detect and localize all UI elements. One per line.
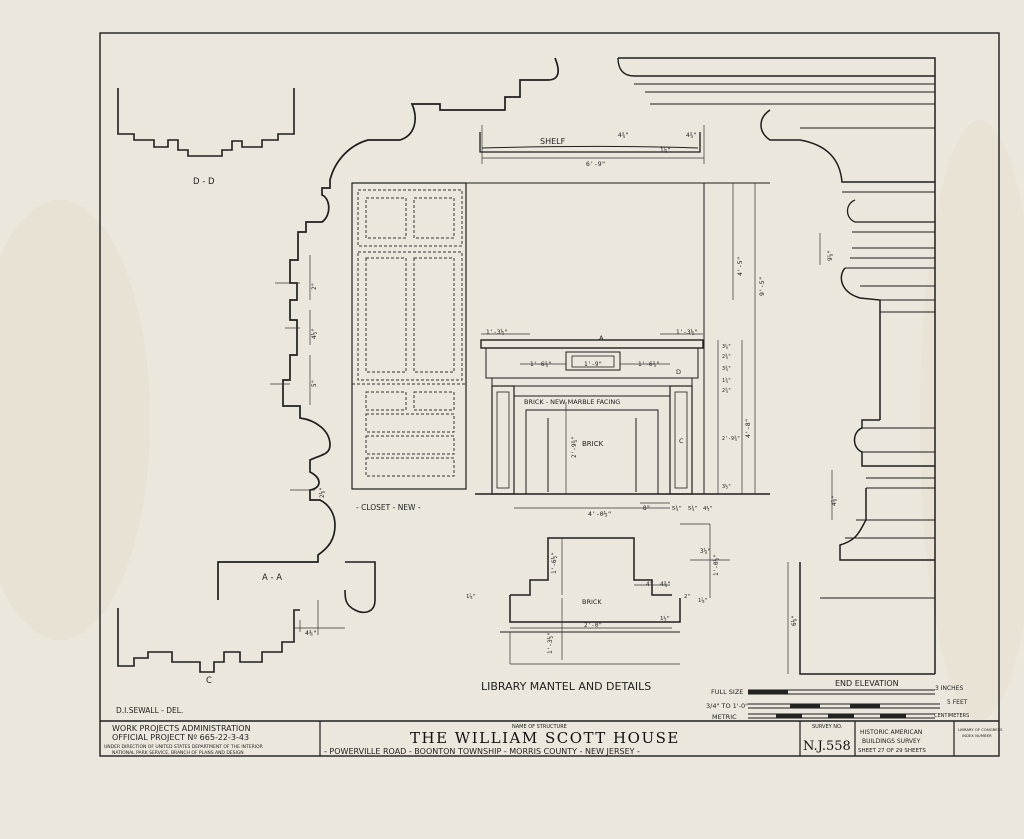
dim-frieze-r: 1'-6¾" bbox=[638, 361, 660, 368]
drawing-title: LIBRARY MANTEL AND DETAILS bbox=[481, 680, 651, 693]
dim-end-a: 9⅞" bbox=[827, 250, 834, 261]
dim-pil-b: 5¾" bbox=[688, 506, 698, 512]
dim-plan-off: 4" bbox=[646, 581, 653, 588]
mantel-elevation bbox=[466, 182, 770, 495]
dim-plan-h: 1'-6½" bbox=[551, 552, 558, 574]
dim-frieze-c: 1'-9" bbox=[584, 361, 602, 368]
dim-height-total: 9'-5" bbox=[758, 276, 766, 296]
house-name: THE WILLIAM SCOTT HOUSE bbox=[410, 729, 680, 747]
sheet-number: SHEET 27 OF 29 SHEETS bbox=[858, 748, 926, 754]
dim-height-mid: 4'-5" bbox=[736, 256, 744, 276]
shelf-detail bbox=[479, 125, 705, 164]
label-brick-facing: BRICK - NEW MARBLE FACING bbox=[524, 398, 620, 406]
survey-label: SURVEY NO. bbox=[812, 724, 843, 730]
closet-elevation bbox=[351, 182, 467, 490]
survey-number: N.J.558 bbox=[803, 739, 851, 754]
habs-line-2: BUILDINGS SURVEY bbox=[862, 738, 921, 745]
stack-dim-0: 3¼" bbox=[722, 344, 731, 350]
wpa-line-2: OFFICIAL PROJECT Nº 665-22-3-43 bbox=[112, 733, 249, 742]
label-dd: D - D bbox=[193, 177, 215, 187]
scale-bars bbox=[748, 689, 940, 719]
dim-height-low: 4'-8" bbox=[744, 418, 752, 438]
aa-dimensions: 2" 4½" 5" 2⅛" bbox=[270, 255, 326, 498]
marker-c: C bbox=[679, 437, 684, 445]
dim-end-b: 4⅝" bbox=[831, 495, 838, 506]
scale-metric: METRIC bbox=[712, 713, 737, 721]
stack-dim-6: 3½" bbox=[722, 483, 731, 490]
section-dd-profile bbox=[117, 88, 295, 157]
dim-frieze-l: 1'-6¾" bbox=[530, 361, 552, 368]
right-stack-dims: 3¼" 2¾" 3¾" 1¾" 2¾" 2'-9¾" 3½" bbox=[722, 344, 740, 490]
label-closet: - CLOSET - NEW - bbox=[356, 503, 421, 512]
scale-cm: CENTIMETERS bbox=[934, 713, 969, 719]
dim-plan-r4: 1⅞" bbox=[698, 597, 708, 604]
dim-profile-c: 5" bbox=[311, 380, 318, 387]
section-c-profile bbox=[117, 600, 345, 673]
wpa-line-3: UNDER DIRECTION OF UNITED STATES DEPARTM… bbox=[104, 744, 263, 750]
dim-plan-side: 4¾" bbox=[660, 581, 671, 588]
scale-full-size: FULL SIZE bbox=[711, 688, 743, 696]
scale-three-quarter: 3/4" TO 1'-0" bbox=[706, 702, 748, 710]
stack-dim-4: 2¾" bbox=[722, 388, 731, 394]
dim-plan-step: 1'-0½" bbox=[713, 554, 720, 576]
house-address: - POWERVILLE ROAD - BOONTON TOWNSHIP - M… bbox=[324, 747, 640, 756]
dim-plan-r3: 1½" bbox=[660, 615, 670, 622]
stack-dim-5: 2'-9¾" bbox=[722, 436, 740, 442]
wpa-line-1: WORK PROJECTS ADMINISTRATION bbox=[112, 724, 251, 733]
dim-opening-w: 4'-0½" bbox=[588, 510, 611, 518]
name-label: NAME OF STRUCTURE bbox=[512, 724, 567, 730]
dim-shelf-mid: 1¼" bbox=[660, 147, 671, 154]
stack-dim-2: 3¾" bbox=[722, 366, 731, 372]
mantel-dimensions bbox=[481, 183, 756, 509]
brick-plan bbox=[500, 523, 730, 665]
dim-shelf-end: 4¾" bbox=[686, 132, 697, 139]
habs-line-1: HISTORIC AMERICAN bbox=[860, 729, 922, 736]
label-aa: A - A bbox=[262, 573, 282, 583]
label-shelf: SHELF bbox=[540, 137, 566, 146]
dim-profile-d: 2⅛" bbox=[319, 487, 326, 498]
end-elevation bbox=[617, 57, 936, 675]
dim-profile-a: 2" bbox=[311, 283, 318, 290]
dim-right-proj: 1'-3½" bbox=[676, 329, 698, 336]
scale-inches: 3 INCHES bbox=[935, 685, 963, 692]
dim-facing: 8" bbox=[643, 505, 650, 512]
lib-line-2: INDEX NUMBER bbox=[962, 733, 992, 738]
dim-left-proj: 1'-3½" bbox=[486, 329, 508, 336]
dim-end-c: 6⅛" bbox=[791, 615, 798, 626]
stack-dim-3: 1¾" bbox=[722, 378, 731, 384]
dim-pil-c: 4½" bbox=[703, 505, 713, 512]
stack-dim-1: 2¾" bbox=[722, 354, 731, 360]
dim-shelf-width: 6'-9" bbox=[586, 160, 606, 168]
dim-plan-right: 3¼" bbox=[700, 548, 711, 555]
dim-plan-w: 2'-0" bbox=[584, 622, 602, 629]
dim-opening-h: 2'-9¾" bbox=[571, 436, 578, 458]
label-brick-plan: BRICK bbox=[582, 598, 602, 606]
dim-plan-left: 1⅞" bbox=[466, 593, 476, 600]
dim-c-width: 4⅜" bbox=[305, 628, 317, 637]
wpa-line-4: NATIONAL PARK SERVICE, BRANCH OF PLANS A… bbox=[112, 750, 244, 756]
dim-plan-r2: 2" bbox=[684, 594, 691, 600]
dim-shelf-thick: 4¾" bbox=[618, 132, 629, 139]
label-end-elevation: END ELEVATION bbox=[835, 679, 899, 688]
label-brick: BRICK bbox=[582, 440, 604, 448]
dim-profile-b: 4½" bbox=[311, 328, 318, 339]
marker-d: D bbox=[676, 368, 681, 376]
title-block bbox=[100, 720, 999, 756]
dim-plan-base: 1'-3½" bbox=[547, 632, 554, 654]
marker-a: A bbox=[599, 334, 604, 342]
lib-line-1: LIBRARY OF CONGRESS bbox=[958, 727, 1003, 732]
section-aa-profile bbox=[217, 57, 559, 614]
scale-feet: 5 FEET bbox=[947, 699, 968, 706]
dim-pil-a: 5¾" bbox=[672, 506, 682, 512]
sheet-border bbox=[99, 32, 1000, 757]
delineator: D.I.SEWALL - DEL. bbox=[116, 706, 183, 715]
label-c: C bbox=[206, 676, 212, 686]
